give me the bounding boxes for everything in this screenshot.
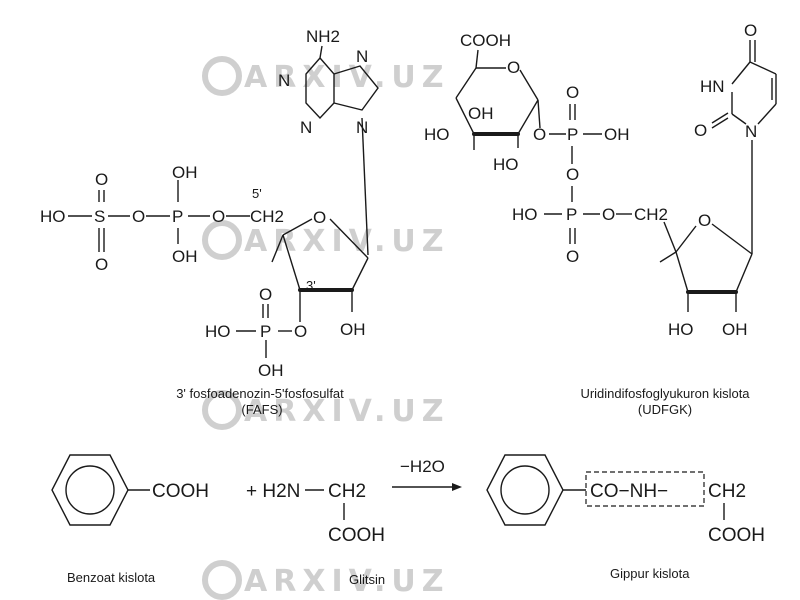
uracil-hn: HN — [700, 77, 725, 96]
adenine-n9: N — [356, 118, 368, 137]
fafs-p1-oh-top: OH — [172, 163, 198, 182]
fafs-p2-ho: HO — [205, 322, 231, 341]
fafs-p2-oh: OH — [258, 361, 284, 380]
adenine-n1: N — [278, 71, 290, 90]
glycine-ch2: CH2 — [328, 481, 366, 502]
fafs-o-3prime: O — [294, 322, 307, 341]
udfgk-caption-name: Uridindifosfoglyukuron kislota — [580, 386, 750, 401]
udfgk-structure: COOH O OH HO HO O P O OH O P O HO O CH2 — [424, 21, 777, 417]
sulfate-o-top: O — [95, 170, 108, 189]
udfgk-ribose-ho: HO — [668, 320, 694, 339]
udfgk-p2-o-bottom: O — [566, 247, 579, 266]
hippuric-bond: CO−NH− — [590, 481, 668, 502]
fafs-caption-abbr: (FAFS) — [241, 402, 282, 417]
uracil-n1: N — [745, 122, 757, 141]
udfgk-o-anomer: O — [533, 125, 546, 144]
fafs-2prime-oh: OH — [340, 320, 366, 339]
svg-text:ARXIV.UZ: ARXIV.UZ — [244, 394, 449, 429]
reaction-arrow: −H2O — [392, 457, 462, 491]
hippuric-acid-reaction: COOH + H2N CH2 COOH −H2O CO−NH− CH2 COOH — [51, 454, 765, 587]
fafs-p1-oh-bottom: OH — [172, 247, 198, 266]
udfgk-ho-left: HO — [424, 125, 450, 144]
fafs-caption-name: 3' fosfoadenozin-5'fosfosulfat — [176, 386, 344, 401]
c5-prime-label: 5' — [252, 186, 262, 201]
hippuric-cooh: COOH — [708, 525, 765, 546]
sulfur-label: S — [94, 207, 105, 226]
udfgk-p2: P — [566, 205, 577, 224]
fafs-p1: P — [172, 207, 183, 226]
hippuric-ch2: CH2 — [708, 481, 746, 502]
udfgk-p1: P — [567, 125, 578, 144]
c3-prime-label: 3' — [306, 278, 316, 293]
udfgk-p1-o-top: O — [566, 83, 579, 102]
uracil-o-c4: O — [744, 21, 757, 40]
benzoic-acid: COOH — [51, 454, 209, 526]
uracil-o-c2: O — [694, 121, 707, 140]
udfgk-cooh: COOH — [460, 31, 511, 50]
caption-benzoic: Benzoat kislota — [67, 570, 156, 585]
adenine-n3: N — [300, 118, 312, 137]
fafs-ch2: CH2 — [250, 207, 284, 226]
fafs-p2-o-top: O — [259, 285, 272, 304]
watermark-2: ARXIV.UZ — [202, 220, 449, 260]
glycine-cooh: COOH — [328, 525, 385, 546]
arrow-label: −H2O — [400, 457, 445, 476]
fafs-o-link-1: O — [132, 207, 145, 226]
glycine: + H2N CH2 COOH — [246, 481, 385, 546]
sulfate-o-bottom: O — [95, 255, 108, 274]
peptide-bond-box — [585, 471, 705, 507]
glycine-h2n: + H2N — [246, 481, 300, 502]
fafs-o-link-2: O — [212, 207, 225, 226]
svg-text:ARXIV.UZ: ARXIV.UZ — [244, 224, 449, 259]
watermark-layer: ARXIV.UZ ARXIV.UZ ARXIV.UZ ARXIV.UZ — [202, 56, 449, 600]
fafs-ring-o: O — [313, 208, 326, 227]
udfgk-p1-oh: OH — [604, 125, 630, 144]
udfgk-ribose-oh: OH — [722, 320, 748, 339]
udfgk-ch2: CH2 — [634, 205, 668, 224]
udfgk-caption-abbr: (UDFGK) — [638, 402, 692, 417]
fafs-ho-left: HO — [40, 207, 66, 226]
udfgk-o-bridge: O — [566, 165, 579, 184]
udfgk-o-to-ch2: O — [602, 205, 615, 224]
caption-glycine: Glitsin — [349, 572, 385, 587]
watermark-1: ARXIV.UZ — [202, 56, 449, 96]
svg-text:ARXIV.UZ: ARXIV.UZ — [244, 564, 449, 599]
adenine-n7: N — [356, 47, 368, 66]
watermark-4: ARXIV.UZ — [202, 560, 449, 600]
udfgk-p2-ho: HO — [512, 205, 538, 224]
nh2-label: NH2 — [306, 27, 340, 46]
benzene-ring-1 — [51, 454, 129, 526]
fafs-structure: NH2 N N N N O 5' 3' CH2 HO S O O O P OH — [40, 27, 379, 417]
udfgk-ring-o: O — [507, 58, 520, 77]
benzoic-cooh: COOH — [152, 481, 209, 502]
fafs-p2: P — [260, 322, 271, 341]
svg-text:ARXIV.UZ: ARXIV.UZ — [244, 60, 449, 95]
watermark-3: ARXIV.UZ — [202, 390, 449, 430]
udfgk-oh-mid: OH — [468, 104, 494, 123]
hippuric-acid: CO−NH− CH2 COOH — [486, 454, 765, 546]
udfgk-ho-bottom: HO — [493, 155, 519, 174]
caption-hippuric: Gippur kislota — [610, 566, 690, 581]
benzene-ring-2 — [486, 454, 564, 526]
udfgk-ribose-o: O — [698, 211, 711, 230]
